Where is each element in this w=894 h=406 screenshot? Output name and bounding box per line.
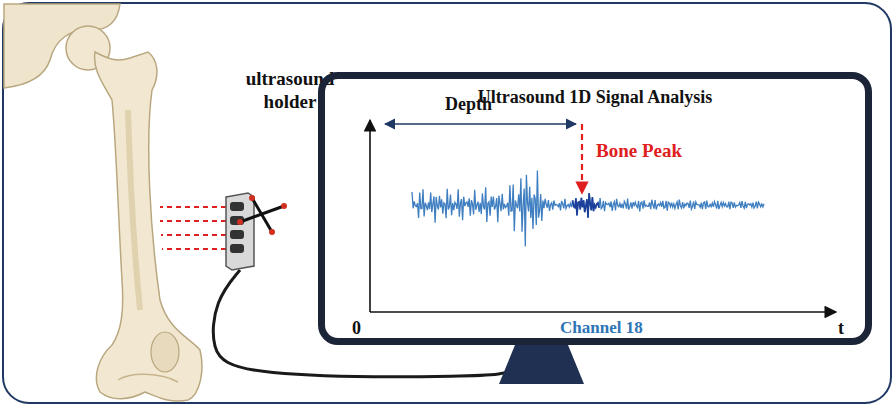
ultrasound-holder-device — [226, 193, 254, 270]
bone-echo — [573, 193, 599, 218]
monitor-stand — [499, 345, 584, 384]
ultrasound-beams — [160, 207, 226, 249]
tracking-marker — [237, 195, 287, 235]
holder-node: ultrasound holder — [226, 193, 254, 270]
screen-title: Ultrasound 1D Signal Analysis — [325, 87, 865, 109]
y-axis — [369, 120, 371, 312]
signal-waveform — [412, 170, 764, 246]
outer-frame — [3, 3, 891, 403]
channel-label: Channel 18 — [560, 318, 643, 338]
depth-arrow — [385, 123, 576, 125]
signal-trace — [412, 170, 764, 246]
depth-label: Depth — [445, 94, 492, 116]
x-axis — [370, 311, 836, 313]
bone-peak-label: Bone Peak — [596, 140, 682, 163]
origin-label: 0 — [352, 318, 361, 340]
monitor-screen: Ultrasound 1D Signal Analysis — [318, 72, 872, 345]
time-axis-label: t — [838, 318, 844, 340]
bone-peak-marker — [581, 124, 583, 192]
femur — [66, 26, 202, 401]
screen — [321, 75, 869, 342]
